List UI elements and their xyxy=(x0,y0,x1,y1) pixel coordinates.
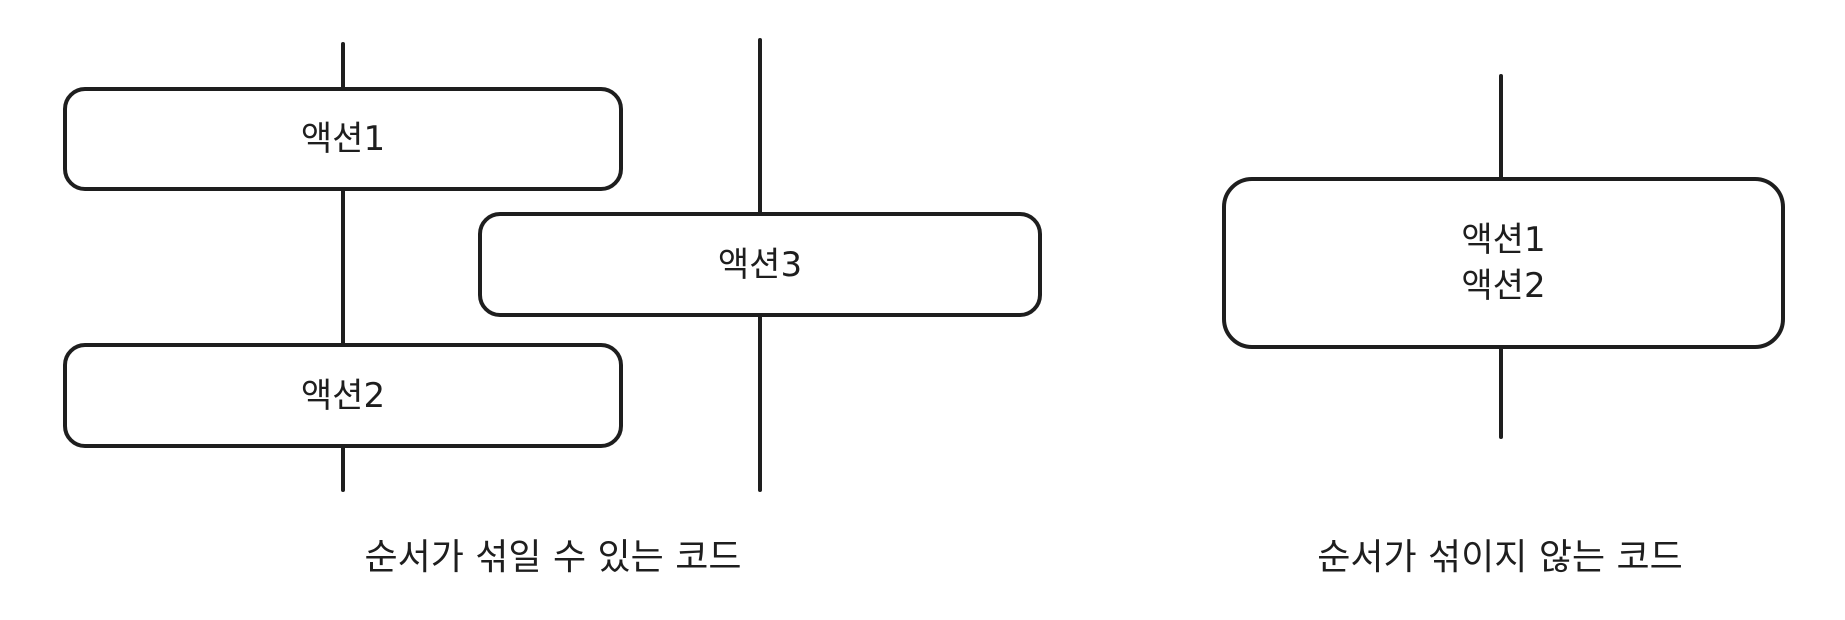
left-caption: 순서가 섞일 수 있는 코드 xyxy=(364,537,742,578)
right-caption: 순서가 섞이지 않는 코드 xyxy=(1317,537,1683,578)
action3-box: 액션3 xyxy=(478,212,1042,317)
combined-action1-label: 액션1 xyxy=(1461,220,1546,260)
action3-label: 액션3 xyxy=(717,244,803,285)
action1-box: 액션1 xyxy=(63,87,623,191)
action2-label: 액션2 xyxy=(300,375,386,416)
timeline-left xyxy=(341,42,345,492)
combined-action2-label: 액션2 xyxy=(1461,266,1546,306)
combined-action-box: 액션1 액션2 xyxy=(1222,177,1785,349)
action1-label: 액션1 xyxy=(300,119,386,159)
action2-box: 액션2 xyxy=(63,343,623,448)
